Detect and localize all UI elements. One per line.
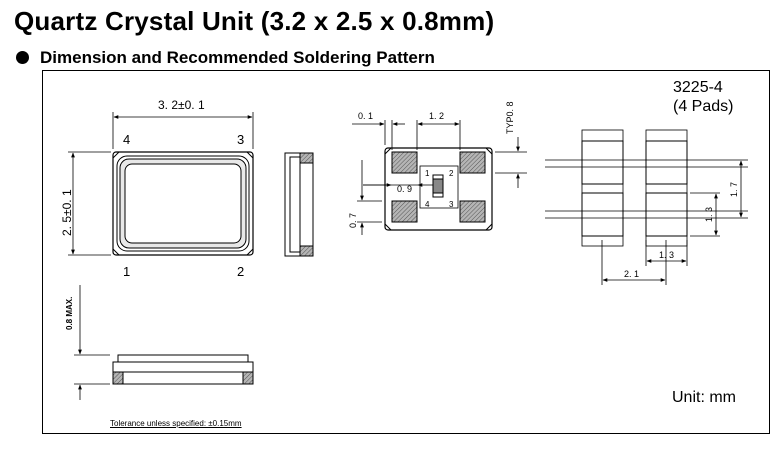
bottom-view xyxy=(352,120,527,235)
pad-1 xyxy=(391,151,418,174)
model-number: 3225-4 xyxy=(673,79,723,96)
dim-pad-offset: 0. 1 xyxy=(358,111,373,121)
land-dim-pitch: 1. 7 xyxy=(729,182,739,197)
land-dim-pad-height: 1. 3 xyxy=(704,207,714,222)
pin-label-4: 4 xyxy=(123,132,130,147)
dim-pad-inner: 0. 9 xyxy=(397,184,412,194)
tolerance-note: Tolerance unless specified: ±0.15mm xyxy=(110,419,242,428)
model-label: 3225-4 (4 Pads) xyxy=(673,78,733,116)
pad-count: (4 Pads) xyxy=(673,98,734,115)
pad-2 xyxy=(459,151,486,174)
bottom-pin-1: 1 xyxy=(425,169,430,178)
bottom-pin-2: 2 xyxy=(449,169,454,178)
max-height-label: 0.8 MAX. xyxy=(65,297,74,330)
bullet-icon xyxy=(16,51,29,64)
dim-pad-vertical: 0. 7 xyxy=(348,213,358,228)
section-subtitle: Dimension and Recommended Soldering Patt… xyxy=(40,48,435,67)
width-dimension-label: 3. 2±0. 1 xyxy=(158,98,205,112)
side-view xyxy=(284,152,314,257)
land-pattern xyxy=(545,129,748,285)
pin-label-3: 3 xyxy=(237,132,244,147)
dim-pad-height: TYP0. 8 xyxy=(505,101,515,134)
pad-4 xyxy=(391,200,418,223)
pad-3 xyxy=(459,200,486,223)
height-dimension-label: 2. 5±0. 1 xyxy=(60,189,74,236)
drawing-frame xyxy=(42,70,770,434)
page-title: Quartz Crystal Unit (3.2 x 2.5 x 0.8mm) xyxy=(14,6,495,36)
bottom-pin-3: 3 xyxy=(449,200,454,209)
top-view xyxy=(68,112,254,256)
land-dim-pad-width: 1. 3 xyxy=(659,250,674,260)
land-dim-pitch-x: 2. 1 xyxy=(624,269,639,279)
pin-label-2: 2 xyxy=(237,264,244,279)
unit-label: Unit: mm xyxy=(672,389,736,406)
pin-label-1: 1 xyxy=(123,264,130,279)
dim-pad-gap: 1. 2 xyxy=(429,111,444,121)
bottom-pin-4: 4 xyxy=(425,200,430,209)
lid-outline xyxy=(124,163,242,244)
front-view xyxy=(74,285,254,400)
